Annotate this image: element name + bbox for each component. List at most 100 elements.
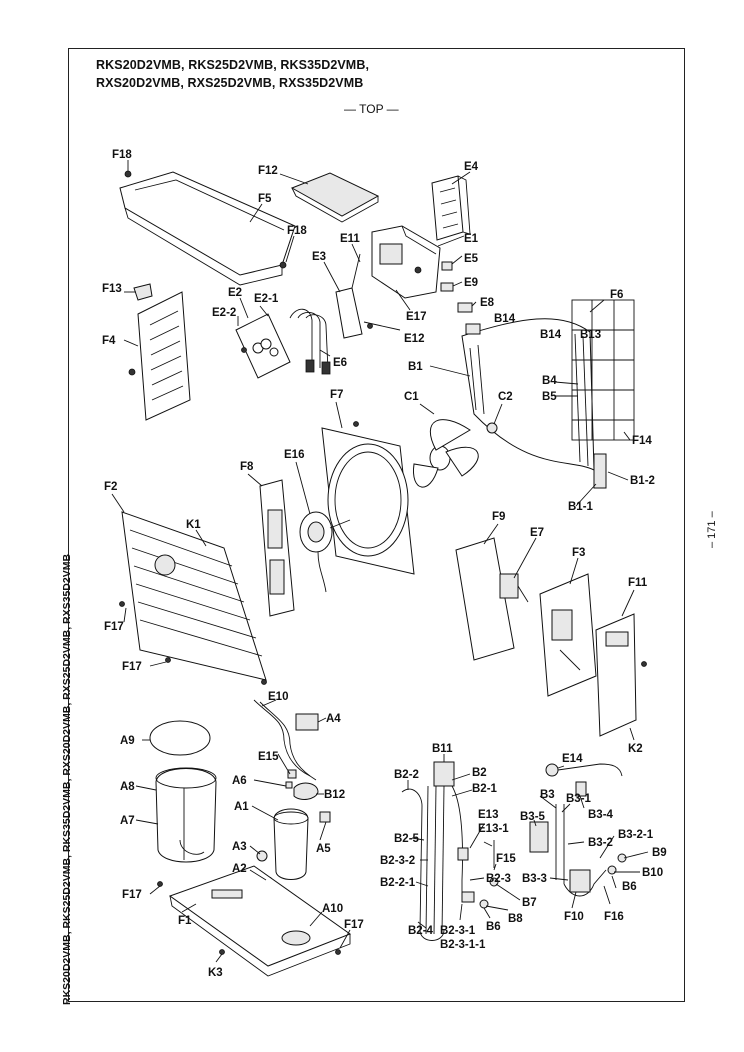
label-a9: A9: [120, 735, 135, 747]
label-b13: B13: [580, 329, 601, 341]
label-b10: B10: [642, 867, 663, 879]
label-a7: A7: [120, 815, 135, 827]
label-b3-1: B3-1: [566, 793, 592, 805]
label-b2-3-1-1: B2-3-1-1: [440, 939, 486, 951]
label-f6: F6: [610, 289, 623, 301]
cover-plate-part: [290, 172, 380, 223]
label-c1: C1: [404, 391, 419, 403]
label-a10: A10: [322, 903, 343, 915]
label-f14: F14: [632, 435, 652, 447]
label-e12: E12: [404, 333, 424, 345]
label-b8: B8: [508, 913, 523, 925]
compressor-harness: [253, 699, 319, 781]
view-orientation-label: — TOP —: [344, 102, 399, 116]
label-f15: F15: [496, 853, 516, 865]
label-k2: K2: [628, 743, 643, 755]
label-f5: F5: [258, 193, 272, 205]
label-b14-right: B14: [540, 329, 562, 341]
label-f13: F13: [102, 283, 122, 295]
component-e8: [457, 302, 473, 313]
label-e2-2: E2-2: [212, 307, 236, 319]
label-b3-4: B3-4: [588, 809, 614, 821]
label-k1: K1: [186, 519, 201, 531]
four-way-valve-b3: [529, 781, 627, 897]
label-e2-1: E2-1: [254, 293, 279, 305]
label-b7: B7: [522, 897, 537, 909]
label-a8: A8: [120, 781, 135, 793]
label-b2-1: B2-1: [472, 783, 498, 795]
insulation-cap-part: [149, 720, 211, 756]
model-list-line-1: RKS20D2VMB, RKS25D2VMB, RKS35D2VMB,: [96, 58, 370, 72]
label-b14-left: B14: [494, 313, 516, 325]
label-f11: F11: [628, 577, 648, 589]
label-b2-3-1: B2-3-1: [440, 925, 476, 937]
label-b6-lower: B6: [486, 921, 501, 933]
label-f1: F1: [178, 915, 192, 927]
label-f17-right: F17: [344, 919, 364, 931]
top-panel-part: [119, 170, 296, 286]
label-b2-2-1: B2-2-1: [380, 877, 416, 889]
label-b3-2-1: B3-2-1: [618, 829, 654, 841]
label-e11: E11: [340, 233, 360, 245]
label-b12: B12: [324, 789, 345, 801]
label-e13: E13: [478, 809, 498, 821]
label-f18-top: F18: [112, 149, 132, 161]
component-b1-2: [593, 453, 607, 489]
drawing-frame: [68, 48, 685, 1002]
label-b3-3: B3-3: [522, 873, 547, 885]
board-e3-part: [335, 253, 373, 339]
label-e10: E10: [268, 691, 288, 703]
label-b3: B3: [540, 789, 555, 801]
label-b2-3-2: B2-3-2: [380, 855, 415, 867]
label-f8: F8: [240, 461, 254, 473]
label-e6: E6: [333, 357, 347, 369]
electrical-box-f9: [455, 537, 529, 661]
label-b1-2: B1-2: [630, 475, 655, 487]
label-f3: F3: [572, 547, 585, 559]
leader-lines: [111, 160, 649, 963]
label-b2-4: B2-4: [408, 925, 434, 937]
label-e17: E17: [406, 311, 426, 323]
label-a5: A5: [316, 843, 331, 855]
condenser-coil-part: [461, 318, 595, 471]
heat-sink-part: [431, 175, 471, 241]
label-a1: A1: [234, 801, 249, 813]
label-a2: A2: [232, 863, 247, 875]
label-f18-screw: F18: [287, 225, 307, 237]
label-b5: B5: [542, 391, 557, 403]
label-f16: F16: [604, 911, 624, 923]
label-f17-base: F17: [122, 889, 142, 901]
board-e2-part: [235, 313, 291, 379]
label-f12: F12: [258, 165, 278, 177]
label-f10: F10: [564, 911, 584, 923]
compressor-part: [256, 769, 331, 888]
label-e15: E15: [258, 751, 279, 763]
label-b2-5: B2-5: [394, 833, 420, 845]
label-e13-1: E13-1: [478, 823, 509, 835]
label-e5: E5: [464, 253, 479, 265]
front-panel-part: [119, 511, 267, 685]
label-e4: E4: [464, 161, 479, 173]
thermistor-e14: [545, 763, 623, 777]
fan-motor-part: [299, 511, 351, 593]
label-f9: F9: [492, 511, 505, 523]
label-e16: E16: [284, 449, 304, 461]
label-e7: E7: [530, 527, 544, 539]
label-c2: C2: [498, 391, 513, 403]
label-b3-2: B3-2: [588, 837, 613, 849]
sound-insulation-part: [155, 767, 217, 863]
label-e8: E8: [480, 297, 495, 309]
label-a6: A6: [232, 775, 247, 787]
label-e2: E2: [228, 287, 242, 299]
label-f4: F4: [102, 335, 116, 347]
label-f7: F7: [330, 389, 343, 401]
control-box-part: [371, 225, 441, 299]
label-e9: E9: [464, 277, 478, 289]
part-labels: F18 F12 E4 F5 F18 E11 E1 E3 E5 E9 F13 E2…: [102, 149, 667, 979]
label-k3: K3: [208, 967, 223, 979]
side-panel-part: [539, 573, 597, 697]
label-e3: E3: [312, 251, 326, 263]
service-cover-part: [595, 613, 647, 737]
wire-harness-e6: [289, 308, 331, 375]
label-f2: F2: [104, 481, 117, 493]
